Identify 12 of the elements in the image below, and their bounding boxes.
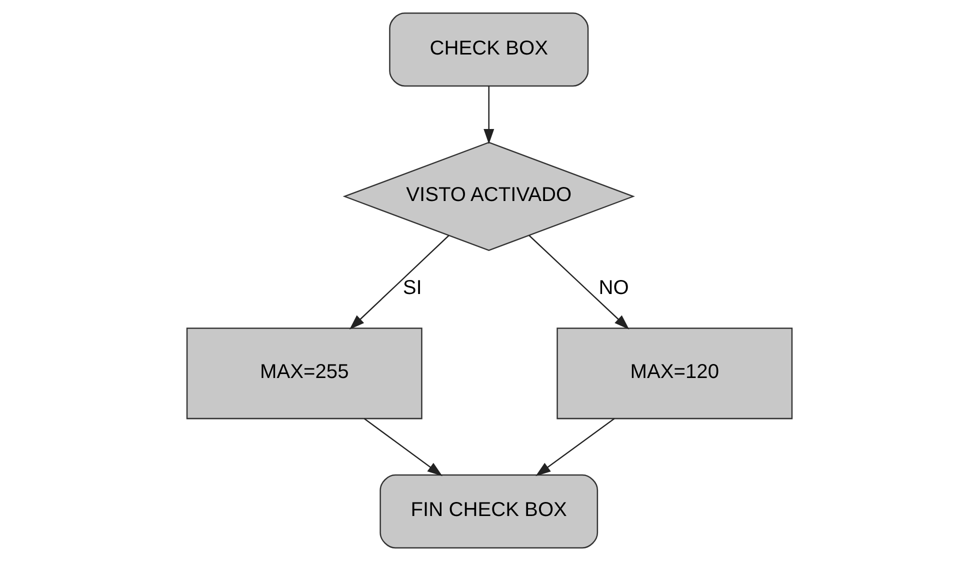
arrow bbox=[363, 418, 442, 476]
node-box: CHECK BOX bbox=[388, 12, 588, 87]
node-box: MAX=255 bbox=[186, 328, 422, 420]
arrow bbox=[483, 86, 494, 144]
edge-label: SI bbox=[402, 277, 422, 300]
arrow bbox=[535, 418, 614, 476]
arrow bbox=[528, 235, 629, 330]
node-box: MAX=120 bbox=[556, 328, 792, 420]
arrow bbox=[348, 235, 449, 330]
node-diamond: VISTO ACTIVADO bbox=[342, 142, 634, 252]
node-box: FIN CHECK BOX bbox=[379, 474, 598, 548]
edge-label: NO bbox=[598, 277, 628, 300]
